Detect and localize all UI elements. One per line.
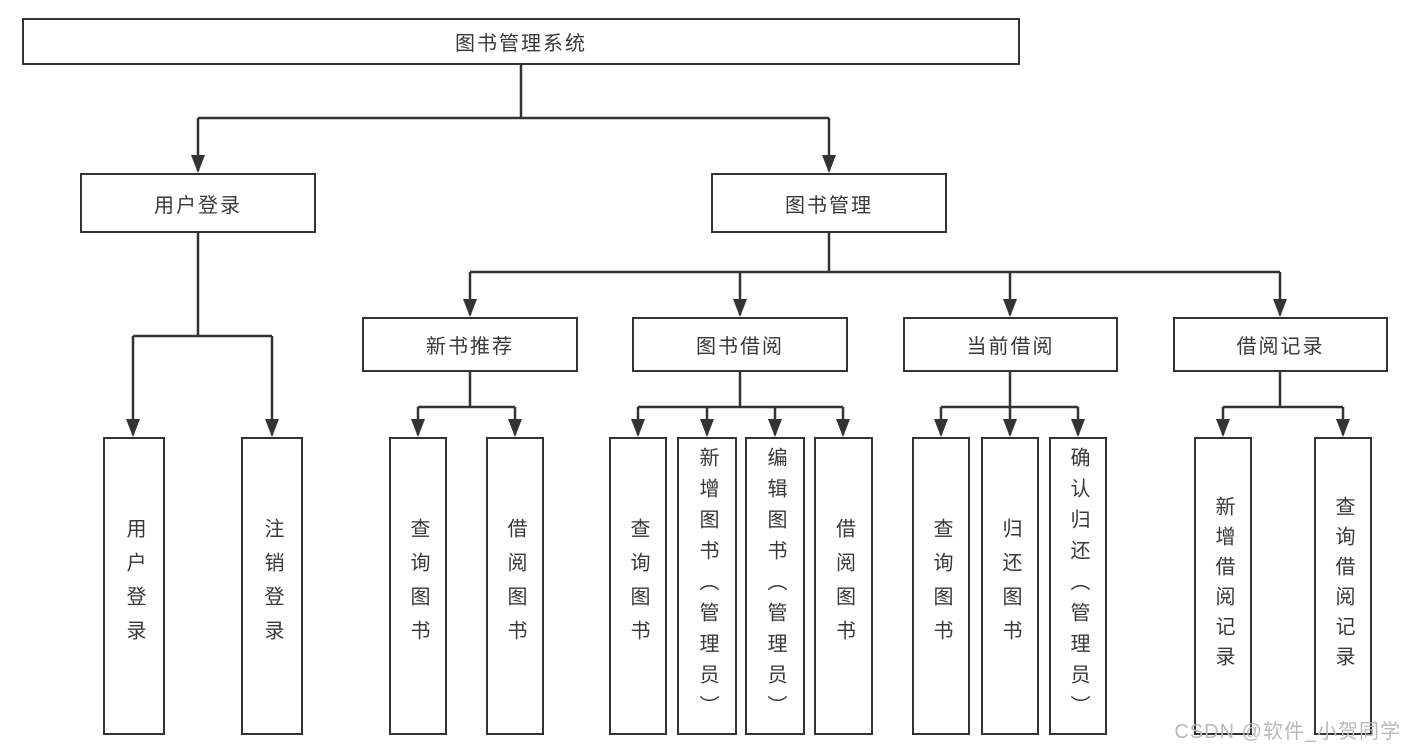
node-label: 当前借阅 [966,336,1055,358]
node-label: 借阅图书 [504,518,526,654]
node-label: 查询图书 [407,518,429,654]
node-new-book-recommendation: 新书推荐 [362,317,578,372]
edges-borrowing-records-children [1216,372,1350,437]
node-label: 图书管理系统 [455,33,587,55]
leaf-query-books-3: 查询图书 [912,437,970,735]
leaf-add-book-admin: 新增图书（管理员） [677,437,737,735]
leaf-confirm-return-admin: 确认归还（管理员） [1049,437,1107,735]
node-label: 借阅记录 [1236,336,1325,358]
edges-user-login-children [126,233,279,437]
node-label: 图书管理 [785,194,873,217]
edges-current-borrowing-children [934,372,1085,437]
node-label: 查询借阅记录 [1332,496,1354,676]
node-label: 查询图书 [930,518,952,654]
leaf-borrow-books-1: 借阅图书 [486,437,544,735]
node-label: 用户登录 [123,518,145,654]
node-label: 新书推荐 [426,336,514,358]
node-current-borrowing: 当前借阅 [903,317,1118,372]
csdn-watermark: CSDN @软件_小贺同学 [1174,721,1401,743]
node-label: 用户登录 [154,194,242,217]
leaf-return-books: 归还图书 [981,437,1039,735]
node-user-login: 用户登录 [80,173,316,233]
leaf-query-borrowing-record: 查询借阅记录 [1314,437,1372,735]
node-label: 查询图书 [627,518,649,654]
node-library-management-system: 图书管理系统 [22,18,1020,65]
node-label: 新增借阅记录 [1212,496,1234,676]
node-label: 注销登录 [261,518,283,654]
edges-new-book-recommendation-children [411,372,522,437]
node-label: 图书借阅 [696,336,784,358]
leaf-query-books-2: 查询图书 [609,437,667,735]
node-book-management: 图书管理 [711,173,947,233]
leaf-borrow-books-2: 借阅图书 [814,437,873,735]
node-label: 归还图书 [999,518,1021,654]
leaf-logout: 注销登录 [241,437,303,735]
node-label: 借阅图书 [832,518,855,654]
edges-book-management-children [463,233,1287,317]
edges-root-to-level2 [191,65,836,173]
node-label: 新增图书（管理员） [696,446,718,726]
leaf-user-login: 用户登录 [103,437,165,735]
node-label: 确认归还（管理员） [1067,446,1089,726]
leaf-add-borrowing-record: 新增借阅记录 [1194,437,1252,735]
node-borrowing-records: 借阅记录 [1173,317,1388,372]
edges-book-borrowing-children [631,372,850,437]
leaf-edit-book-admin: 编辑图书（管理员） [745,437,805,735]
leaf-query-books-1: 查询图书 [389,437,447,735]
node-label: 编辑图书（管理员） [764,446,786,726]
node-book-borrowing: 图书借阅 [632,317,848,372]
